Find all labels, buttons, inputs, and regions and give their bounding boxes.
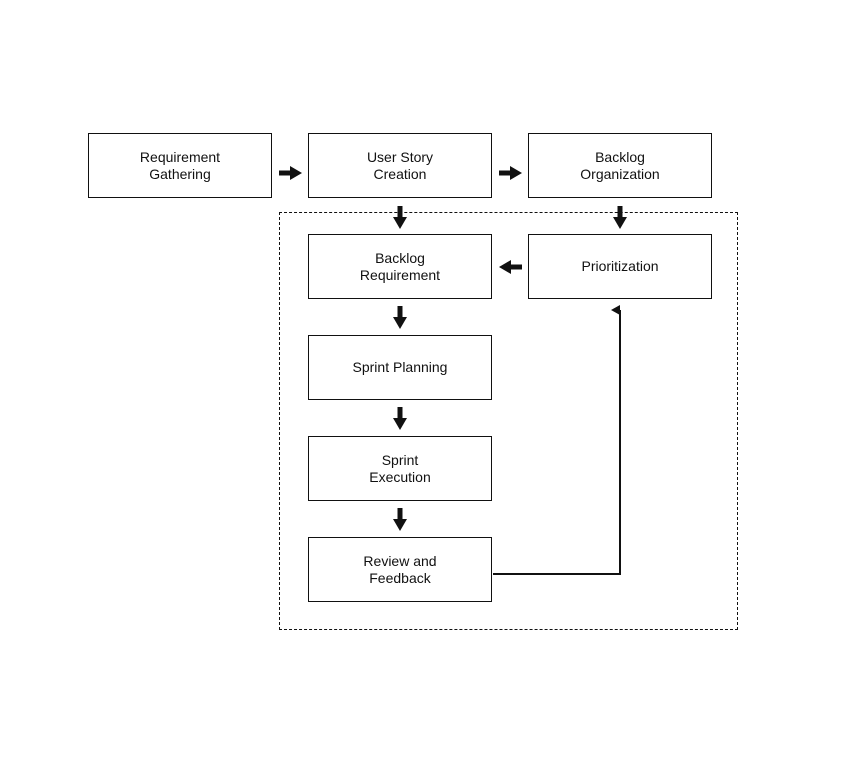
arrow-down-icon [393, 206, 407, 229]
arrow-down-icon [613, 206, 627, 229]
node-sprint-planning: Sprint Planning [308, 335, 492, 400]
feedback-loop-connector [493, 305, 621, 575]
sprint-cycle-group [279, 212, 738, 630]
node-label: Requirement Gathering [139, 148, 221, 182]
node-prioritization: Prioritization [528, 234, 712, 299]
node-label: Sprint Execution [369, 451, 431, 485]
arrow-left-icon [499, 260, 522, 274]
node-label: Review and Feedback [363, 552, 437, 586]
node-label: Backlog Requirement [359, 249, 441, 283]
node-label: User Story Creation [366, 148, 434, 182]
node-label: Backlog Organization [580, 148, 660, 182]
arrow-down-icon [393, 407, 407, 430]
arrow-down-icon [393, 306, 407, 329]
node-label: Sprint Planning [352, 359, 448, 375]
node-label: Prioritization [581, 258, 659, 274]
arrow-right-icon [279, 166, 302, 180]
arrow-right-icon [499, 166, 522, 180]
node-sprint-execution: Sprint Execution [308, 436, 492, 501]
node-user-story-creation: User Story Creation [308, 133, 492, 198]
node-backlog-requirement: Backlog Requirement [308, 234, 492, 299]
node-review-and-feedback: Review and Feedback [308, 537, 492, 602]
node-backlog-organization: Backlog Organization [528, 133, 712, 198]
node-requirement-gathering: Requirement Gathering [88, 133, 272, 198]
arrow-down-icon [393, 508, 407, 531]
